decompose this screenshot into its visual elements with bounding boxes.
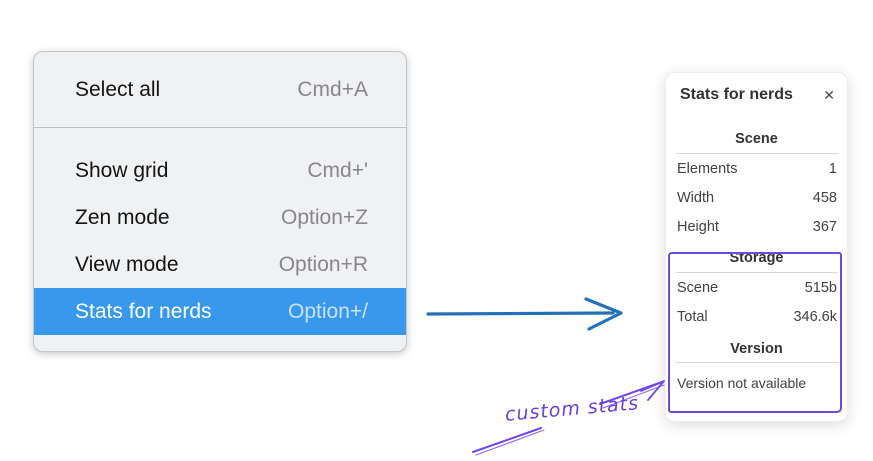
stat-label: Elements [677, 160, 738, 177]
menu-group-view-options: Show grid Cmd+' Zen mode Option+Z View m… [34, 128, 406, 335]
menu-item-shortcut: Cmd+' [307, 158, 368, 182]
stats-section-scene: Scene Elements 1 Width 458 Height 367 [666, 130, 847, 241]
arrow-menu-to-panel [426, 297, 623, 331]
stat-value: 367 [812, 218, 837, 235]
context-menu: Select all Cmd+A Show grid Cmd+' Zen mod… [33, 51, 407, 352]
stats-panel-header: Stats for nerds ✕ [666, 73, 847, 104]
stat-row-scene-size: Scene 515b [666, 273, 847, 302]
stats-section-version: Version Version not available [666, 340, 847, 391]
stat-value: 458 [812, 189, 837, 206]
menu-item-zen-mode[interactable]: Zen mode Option+Z [34, 194, 406, 241]
version-note: Version not available [677, 375, 807, 391]
close-icon[interactable]: ✕ [823, 87, 835, 103]
stats-panel: Stats for nerds ✕ Scene Elements 1 Width… [665, 72, 848, 422]
stat-row-height: Height 367 [666, 212, 847, 241]
menu-item-shortcut: Option+/ [288, 299, 368, 323]
menu-item-select-all[interactable]: Select all Cmd+A [34, 52, 406, 128]
stats-section-storage: Storage Scene 515b Total 346.6k [666, 249, 847, 331]
menu-item-label: Show grid [75, 158, 169, 182]
menu-item-stats-for-nerds[interactable]: Stats for nerds Option+/ [34, 288, 406, 335]
section-divider [676, 272, 838, 273]
menu-item-shortcut: Option+Z [281, 205, 368, 229]
stat-row-width: Width 458 [666, 183, 847, 212]
section-heading: Storage [729, 250, 784, 266]
stat-value: 515b [804, 279, 837, 296]
menu-item-label: Zen mode [75, 205, 170, 229]
menu-item-label: Select all [75, 77, 161, 101]
section-heading: Version [730, 341, 783, 357]
stat-row-elements: Elements 1 [666, 154, 847, 183]
section-divider [676, 153, 838, 154]
menu-item-view-mode[interactable]: View mode Option+R [34, 241, 406, 288]
stats-panel-title: Stats for nerds [680, 86, 793, 103]
stat-label: Total [677, 308, 708, 325]
stat-row-total-size: Total 346.6k [666, 302, 847, 331]
menu-item-show-grid[interactable]: Show grid Cmd+' [34, 147, 406, 194]
menu-item-shortcut: Cmd+A [297, 77, 368, 101]
stat-label: Width [677, 189, 715, 206]
section-heading: Scene [735, 131, 778, 147]
stat-value: 1 [828, 160, 837, 177]
section-divider [676, 362, 838, 363]
menu-item-label: View mode [75, 252, 179, 276]
stat-value: 346.6k [793, 308, 837, 325]
stat-label: Scene [677, 279, 719, 296]
menu-item-label: Stats for nerds [75, 299, 212, 323]
custom-stats-annotation-text: custom stats [504, 392, 640, 426]
menu-item-shortcut: Option+R [278, 252, 368, 276]
stat-label: Height [677, 218, 719, 235]
